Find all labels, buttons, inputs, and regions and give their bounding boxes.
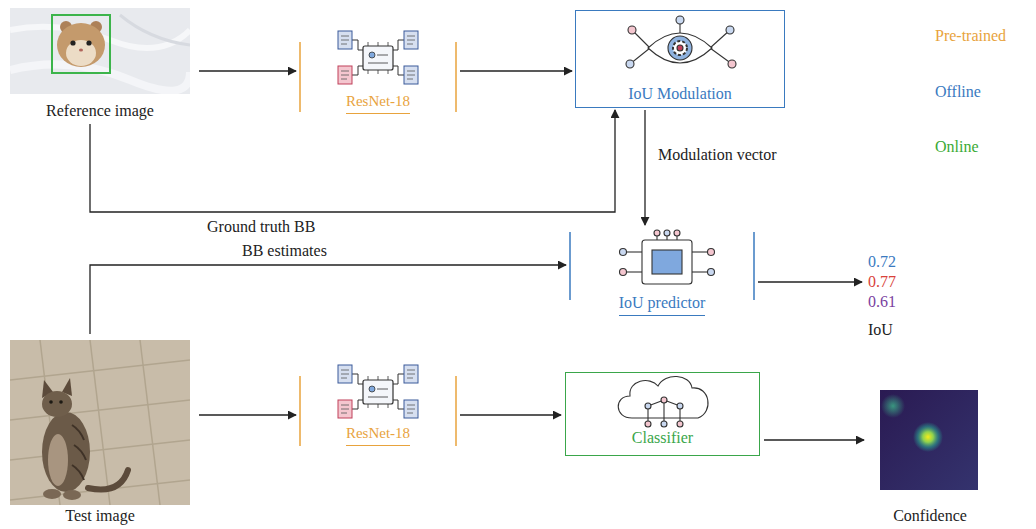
- node-label: Reference image: [46, 102, 154, 120]
- connector-arrow: [90, 265, 566, 334]
- edge-label: Modulation vector: [656, 146, 779, 164]
- legend-text: Offline: [935, 83, 981, 100]
- classifier-icon: [618, 376, 708, 427]
- reference-photo: [10, 8, 190, 94]
- iou-value: 0.61: [868, 292, 896, 312]
- modulation-box: IoU Modulation: [575, 10, 785, 108]
- connector-arrow: [460, 414, 561, 415]
- legend-text: Pre-trained: [935, 27, 1006, 44]
- test-image: Test image: [5, 336, 195, 527]
- backbone-block: ResNet-18: [300, 372, 456, 452]
- connector-arrow: [460, 70, 572, 71]
- predictor-block: IoU predictor: [570, 228, 754, 320]
- node-label: Confidence: [893, 507, 967, 525]
- node-label: IoU Modulation: [628, 85, 732, 103]
- iou-values: 0.720.770.61IoU: [868, 252, 928, 344]
- iou-value: 0.72: [868, 252, 896, 272]
- legend-text: Online: [935, 138, 979, 155]
- edge-label: BB estimates: [240, 242, 329, 260]
- node-label: IoU predictor: [619, 294, 706, 316]
- node-label: Test image: [65, 507, 135, 525]
- confidence-heatmap: [880, 390, 978, 490]
- connector-arrow: [199, 414, 296, 415]
- reference-image: Reference image: [5, 5, 195, 122]
- predictor-icon: [570, 230, 754, 300]
- iou-value: 0.77: [868, 272, 896, 292]
- node-label: ResNet-18: [346, 92, 410, 114]
- resnet-icon: [300, 365, 456, 446]
- node-label: Classifier: [632, 429, 693, 447]
- backbone-block: ResNet-18: [300, 40, 456, 120]
- legend-entry: Online: [935, 138, 979, 156]
- confidence-map: Confidence: [868, 386, 992, 527]
- connector-arrow: [90, 110, 615, 212]
- connector-arrow: [199, 70, 296, 71]
- modulation-icon: [626, 16, 736, 68]
- test-photo: [10, 340, 190, 505]
- classifier-box: Classifier: [565, 372, 760, 456]
- legend-entry: Offline: [935, 83, 981, 101]
- edge-label: Ground truth BB: [205, 218, 317, 236]
- connector-arrow: [644, 110, 645, 225]
- connector-arrow: [764, 439, 864, 440]
- iou-value: IoU: [868, 320, 893, 340]
- node-label: ResNet-18: [346, 424, 410, 446]
- legend-entry: Pre-trained: [935, 27, 1006, 45]
- connector-arrow: [758, 281, 862, 282]
